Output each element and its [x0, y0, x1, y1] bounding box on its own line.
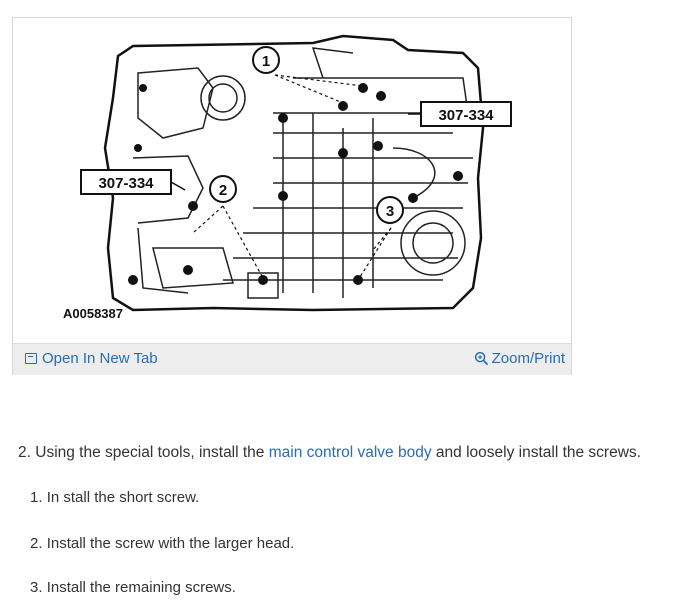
callout-3: 3 [376, 196, 404, 224]
figure-toolbar: Open In New Tab Zoom/Print [13, 343, 571, 375]
svg-text:1: 1 [262, 53, 270, 70]
svg-text:2: 2 [219, 182, 227, 199]
svg-text:307-334: 307-334 [98, 175, 154, 192]
valve-body-diagram[interactable]: 1 2 3 307-334 307-334 A0058387 [13, 18, 571, 338]
substep-number: 3. [30, 579, 43, 596]
substep-text: Install the remaining screws. [46, 579, 236, 596]
tool-label-right: 307-334 [408, 101, 512, 127]
substep-text: Install the screw with the larger head. [46, 535, 295, 552]
substep-3: 3. Install the remaining screws. [30, 579, 236, 596]
substep-number: 1. [30, 489, 43, 506]
step-number: 2. [18, 444, 31, 461]
open-tab-label: Open In New Tab [42, 350, 158, 367]
new-tab-icon [25, 353, 37, 364]
callout-1: 1 [252, 46, 280, 74]
zoom-print-link[interactable]: Zoom/Print [474, 350, 565, 367]
svg-text:3: 3 [386, 203, 394, 220]
substep-number: 2. [30, 535, 43, 552]
substep-2: 2. Install the screw with the larger hea… [30, 535, 294, 552]
step-text-before: Using the special tools, install the [35, 444, 265, 461]
zoom-icon [474, 351, 488, 366]
figure-card: 1 2 3 307-334 307-334 A0058387 [12, 17, 572, 375]
svg-text:307-334: 307-334 [438, 107, 494, 124]
zoom-print-label: Zoom/Print [491, 350, 565, 367]
main-control-valve-body-link[interactable]: main control valve body [268, 444, 432, 461]
figure-code: A0058387 [63, 306, 123, 321]
step-text-after: and loosely install the screws. [435, 444, 641, 461]
callout-2: 2 [209, 175, 237, 203]
substep-1: 1. In stall the short screw. [30, 489, 199, 506]
open-in-new-tab-link[interactable]: Open In New Tab [25, 350, 158, 367]
substep-text: In stall the short screw. [46, 489, 200, 506]
step-2: 2. Using the special tools, install the … [18, 444, 641, 462]
tool-label-left: 307-334 [80, 169, 186, 195]
